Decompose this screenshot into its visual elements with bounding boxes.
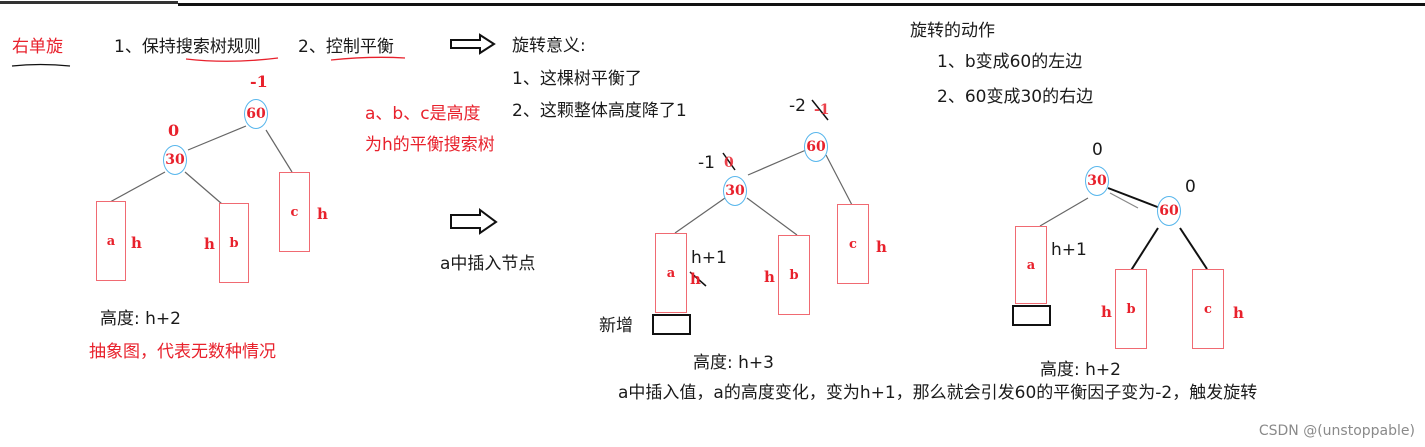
tree2-a-height: h+1 [691,248,727,268]
tree3-subtree-c: c [1192,269,1224,349]
top-border [0,1,178,4]
tree2-root-bf-old: -1 [814,102,830,118]
tree1-b-height: h [204,235,215,253]
tree3-subtree-b: b [1115,269,1147,349]
actions-title: 旋转的动作 [910,21,995,41]
action-item: 1、b变成60的左边 [937,52,1083,72]
tree1-left-node: 30 [163,145,187,175]
page-title: 右单旋 [12,37,63,57]
tree1-root-node: 60 [244,99,268,129]
tree1-subtree-a: a [96,201,126,281]
subtree-label: c [1204,301,1212,317]
top-border [178,3,1425,6]
tree1-abstract-note: 抽象图，代表无数种情况 [89,342,276,362]
watermark: CSDN @(unstoppable) [1258,423,1415,439]
tree2-new-node-box [652,314,691,335]
tree2-left-node: 30 [723,176,747,206]
tree3-root-bf: 0 [1092,140,1103,160]
tree1-height-label: 高度: h+2 [100,309,181,329]
tree3-a-height: h+1 [1051,240,1087,260]
meaning-item: 2、这颗整体高度降了1 [512,101,687,121]
tree3-height-label: 高度: h+2 [1040,360,1121,380]
tree2-subtree-a: a [655,233,687,313]
tree2-subtree-b: b [778,235,810,315]
tree2-c-height: h [876,238,887,256]
subtree-label: b [789,267,799,283]
tree2-a-height-old: h [690,270,701,288]
tree2-root-bf: -2 [789,96,806,116]
action-item: 2、60变成30的右边 [937,87,1094,107]
bottom-note: a中插入值，a的高度变化，变为h+1，那么就会引发60的平衡因子变为-2，触发旋… [618,383,1258,403]
tree2-left-bf-old: 0 [724,155,734,171]
rule-2: 2、控制平衡 [298,37,394,57]
subtree-label: a [1026,257,1036,273]
tree1-left-bf: 0 [168,121,180,140]
tree1-subtree-b: b [219,203,249,283]
tree2-new-label: 新增 [599,316,633,336]
tree3-root-node: 30 [1085,166,1109,196]
meaning-title: 旋转意义: [512,36,586,56]
tree1-c-height: h [317,205,328,223]
subtree-label: c [290,204,299,220]
tree1-root-bf: -1 [250,72,268,91]
note-abc-line1: a、b、c是高度 [365,104,481,124]
tree1-subtree-c: c [279,172,310,252]
tree3-right-bf: 0 [1185,177,1196,197]
tree2-subtree-c: c [837,204,869,284]
tree2-root-node: 60 [804,132,828,162]
subtree-label: a [106,233,116,249]
tree2-left-bf: -1 [698,153,715,173]
subtree-label: b [229,235,239,251]
subtree-label: c [849,236,857,252]
subtree-label: a [666,265,676,281]
tree3-subtree-a: a [1015,226,1047,304]
tree2-b-height: h [764,268,775,286]
tree2-height-label: 高度: h+3 [693,353,774,373]
tree3-b-height: h [1101,303,1112,321]
tree3-right-node: 60 [1157,196,1181,226]
tree1-a-height: h [131,234,142,252]
note-abc-line2: 为h的平衡搜索树 [365,135,495,155]
tree3-new-node-box [1012,305,1051,326]
subtree-label: b [1126,301,1136,317]
insert-label: a中插入节点 [440,254,536,274]
tree3-c-height: h [1233,304,1244,322]
meaning-item: 1、这棵树平衡了 [512,69,642,89]
rule-1: 1、保持搜索树规则 [114,37,261,57]
